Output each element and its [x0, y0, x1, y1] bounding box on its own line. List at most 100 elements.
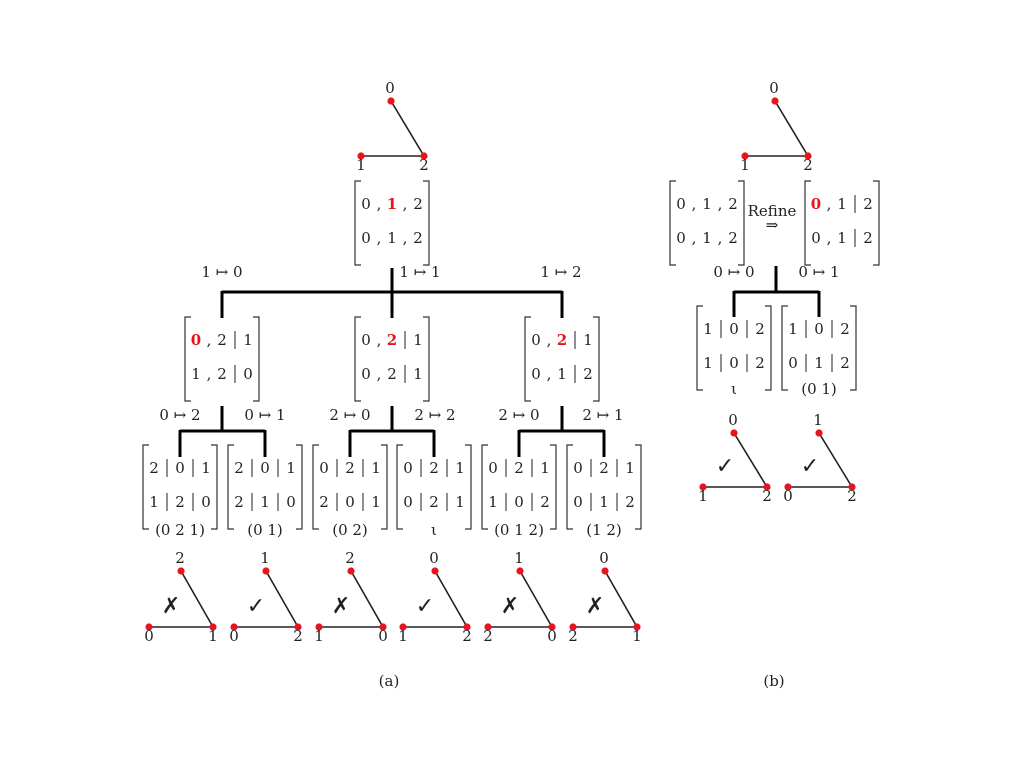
graph-vertex	[463, 623, 471, 631]
graph-edge	[390, 100, 425, 157]
vertex-label-left: 2	[568, 627, 578, 645]
panel-b-tree	[732, 266, 821, 317]
check-icon: ✓	[247, 594, 265, 619]
cross-icon: ✗	[162, 594, 180, 619]
matrix-entry: 0	[676, 195, 686, 213]
graph-vertex	[230, 623, 238, 631]
matrix-entry: 1	[540, 459, 550, 477]
vertex-label-top: 1	[514, 549, 524, 567]
matrix-entry: 2	[217, 365, 227, 383]
matrix-entry: 0	[243, 365, 253, 383]
branch-label: 0 ↦ 1	[798, 263, 839, 281]
matrix-entry: 2	[345, 459, 355, 477]
matrix-left-bracket	[524, 316, 531, 402]
permutation-label: (0 1 2)	[494, 521, 544, 539]
vertex-label-right: 2	[762, 487, 772, 505]
matrix-right-bracket	[211, 444, 218, 530]
vertex-label-left: 1	[698, 487, 708, 505]
vertex-label-top: 0	[769, 79, 779, 97]
matrix-entry: 0	[286, 493, 296, 511]
graph-vertex	[804, 152, 812, 160]
panel-a-root-matrix: 0,1,20,1,2	[354, 180, 430, 266]
matrix-entry: 2	[387, 331, 397, 349]
matrix-entry: 1	[455, 459, 465, 477]
refine-label: Refine	[748, 202, 797, 220]
vertex-label-left: 0	[229, 627, 239, 645]
graph-vertex	[784, 483, 792, 491]
graph-vertex	[633, 623, 641, 631]
matrix-entry: 0	[403, 459, 413, 477]
matrix-entry: 0	[488, 459, 498, 477]
panel-a-caption: (a)	[379, 672, 400, 690]
matrix-separator: ,	[547, 331, 552, 349]
vertex-label-left: 1	[314, 627, 324, 645]
matrix-entry: 0	[361, 365, 371, 383]
matrix-entry: 2	[840, 354, 850, 372]
matrix-left-bracket	[669, 180, 676, 266]
matrix-entry: 2	[599, 459, 609, 477]
graph-vertex	[516, 567, 524, 575]
matrix-entry: 0	[531, 365, 541, 383]
vertex-label-right: 2	[847, 487, 857, 505]
matrix-left-bracket	[481, 444, 488, 530]
graph-edge	[733, 432, 768, 488]
branch-label: 2 ↦ 2	[414, 406, 455, 424]
matrix-entry: 0	[361, 331, 371, 349]
matrix-separator: ,	[827, 229, 832, 247]
matrix-separator: ,	[827, 195, 832, 213]
matrix-entry: 1	[837, 229, 847, 247]
matrix-entry: 1	[703, 320, 713, 338]
graph-vertex	[145, 623, 153, 631]
matrix-entry: 0	[729, 320, 739, 338]
matrix-entry: 2	[413, 195, 423, 213]
vertex-label-right: 2	[293, 627, 303, 645]
matrix-entry: 0	[361, 195, 371, 213]
permutation-label: (0 1)	[801, 380, 837, 398]
check-icon: ✓	[416, 594, 434, 619]
matrix-right-bracket	[423, 316, 430, 402]
matrix-left-bracket	[566, 444, 573, 530]
matrix-separator: ,	[207, 331, 212, 349]
matrix-left-bracket	[804, 180, 811, 266]
graph-edge	[265, 570, 299, 628]
matrix-entry: 0	[814, 320, 824, 338]
matrix-entry: 1	[488, 493, 498, 511]
matrix-entry: 1	[837, 195, 847, 213]
matrix-entry: 1	[260, 493, 270, 511]
matrix-entry: 0	[361, 229, 371, 247]
matrix-separator: ,	[377, 195, 382, 213]
graph-vertex	[347, 567, 355, 575]
matrix-separator: ,	[718, 195, 723, 213]
matrix-entry: 2	[429, 459, 439, 477]
matrix-entry: 1	[286, 459, 296, 477]
graph-edge	[519, 570, 553, 628]
vertex-label-left: 1	[740, 156, 750, 174]
matrix-entry: 0	[788, 354, 798, 372]
matrix-separator: ,	[692, 195, 697, 213]
matrix-left-bracket	[781, 305, 788, 391]
matrix-entry: 1	[599, 493, 609, 511]
matrix-right-bracket	[873, 180, 880, 266]
matrix-entry: 0	[676, 229, 686, 247]
check-icon: ✓	[716, 454, 734, 479]
branch-label: 1 ↦ 1	[399, 263, 440, 281]
matrix-entry: 1	[191, 365, 201, 383]
branch-label: 2 ↦ 0	[329, 406, 370, 424]
vertex-label-top: 1	[260, 549, 270, 567]
matrix-right-bracket	[465, 444, 472, 530]
matrix-left-bracket	[354, 316, 361, 402]
matrix-entry: 0	[191, 331, 201, 349]
matrix-right-bracket	[765, 305, 772, 391]
matrix-entry: 2	[625, 493, 635, 511]
matrix-entry: 0	[403, 493, 413, 511]
